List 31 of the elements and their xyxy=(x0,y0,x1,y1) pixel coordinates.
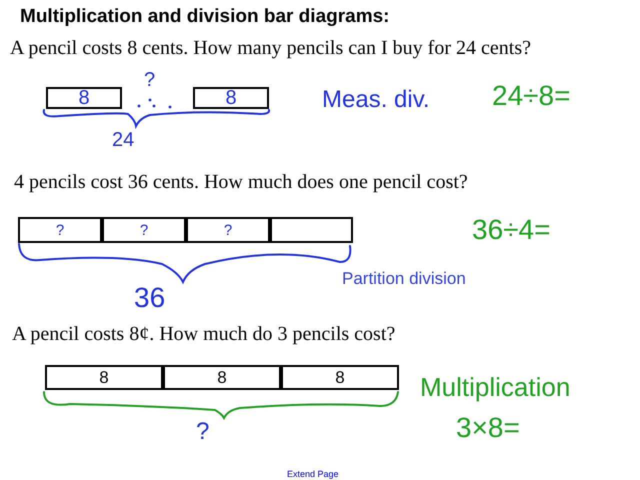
handwritten-equation: 3×8= xyxy=(456,414,520,442)
bar-segment xyxy=(45,365,163,390)
handwritten-total: 24 xyxy=(112,130,134,150)
question-mark: ? xyxy=(144,70,156,90)
bar-value: 8 xyxy=(217,369,227,386)
bar-value: ? xyxy=(140,222,148,238)
question-text: A pencil costs 8¢. How much do 3 pencils cost? xyxy=(12,324,396,344)
handwritten-note: Meas. div. xyxy=(322,88,430,112)
question-text: 4 pencils cost 36 cents. How much does one pencil cost? xyxy=(14,172,468,192)
bar-value: ? xyxy=(56,222,64,238)
extend-page-link: Extend Page xyxy=(287,470,339,479)
handwritten-equation: 24÷8= xyxy=(492,82,570,110)
bar-segment xyxy=(281,365,399,390)
bar-segment xyxy=(186,217,270,243)
annotation-text: Partition division xyxy=(342,270,466,287)
bar-value: 8 xyxy=(335,369,345,386)
bar-segment xyxy=(46,87,122,109)
title: Multiplication and division bar diagrams: xyxy=(20,6,390,28)
bar-value: 8 xyxy=(99,369,109,386)
question-mark: ? xyxy=(196,420,210,444)
bar-value: 8 xyxy=(78,88,90,108)
bar-value: 8 xyxy=(225,88,237,108)
bar-value: ? xyxy=(224,222,232,238)
handwritten-total: 36 xyxy=(134,284,166,312)
bar-segment xyxy=(102,217,186,243)
bar-segment xyxy=(163,365,281,390)
handwritten-note: Multiplication xyxy=(420,374,570,400)
handwritten-equation: 36÷4= xyxy=(472,216,550,244)
question-text: A pencil costs 8 cents. How many pencils can I buy for 24 cents? xyxy=(10,38,531,58)
bar-segment xyxy=(18,217,102,243)
bar-segment xyxy=(193,87,269,109)
